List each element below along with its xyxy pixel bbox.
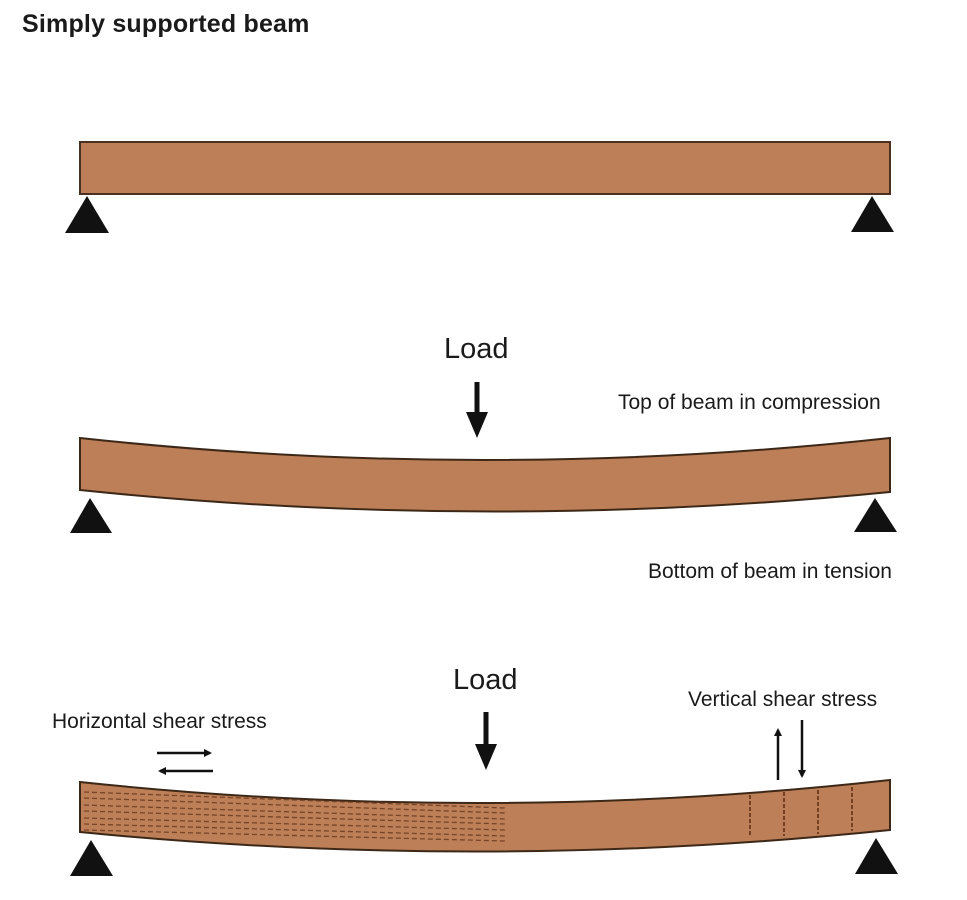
beam-deflected xyxy=(79,436,891,513)
beam-deflected-shear xyxy=(79,778,891,853)
load-label: Load xyxy=(453,664,518,696)
support-right-icon xyxy=(851,196,894,232)
panel-unloaded-beam xyxy=(65,141,894,233)
support-left-icon xyxy=(70,498,112,533)
diagram-title: Simply supported beam xyxy=(22,10,310,38)
load-label: Load xyxy=(444,333,509,365)
load-arrow-icon xyxy=(475,744,497,770)
load-arrow-icon xyxy=(466,412,488,438)
panel-loaded-beam xyxy=(70,382,897,533)
tension-label: Bottom of beam in tension xyxy=(648,560,892,583)
vertical-shear-lines xyxy=(749,787,853,836)
panel-shear-beam xyxy=(70,712,898,876)
beam-straight xyxy=(79,141,891,195)
support-left-icon xyxy=(70,840,113,876)
support-right-icon xyxy=(854,498,897,532)
support-right-icon xyxy=(855,838,898,874)
horizontal-shear-label: Horizontal shear stress xyxy=(52,710,267,733)
vertical-shear-label: Vertical shear stress xyxy=(688,688,878,711)
compression-label: Top of beam in compression xyxy=(618,391,881,414)
horizontal-grain-lines xyxy=(83,791,506,842)
support-left-icon xyxy=(65,196,109,233)
